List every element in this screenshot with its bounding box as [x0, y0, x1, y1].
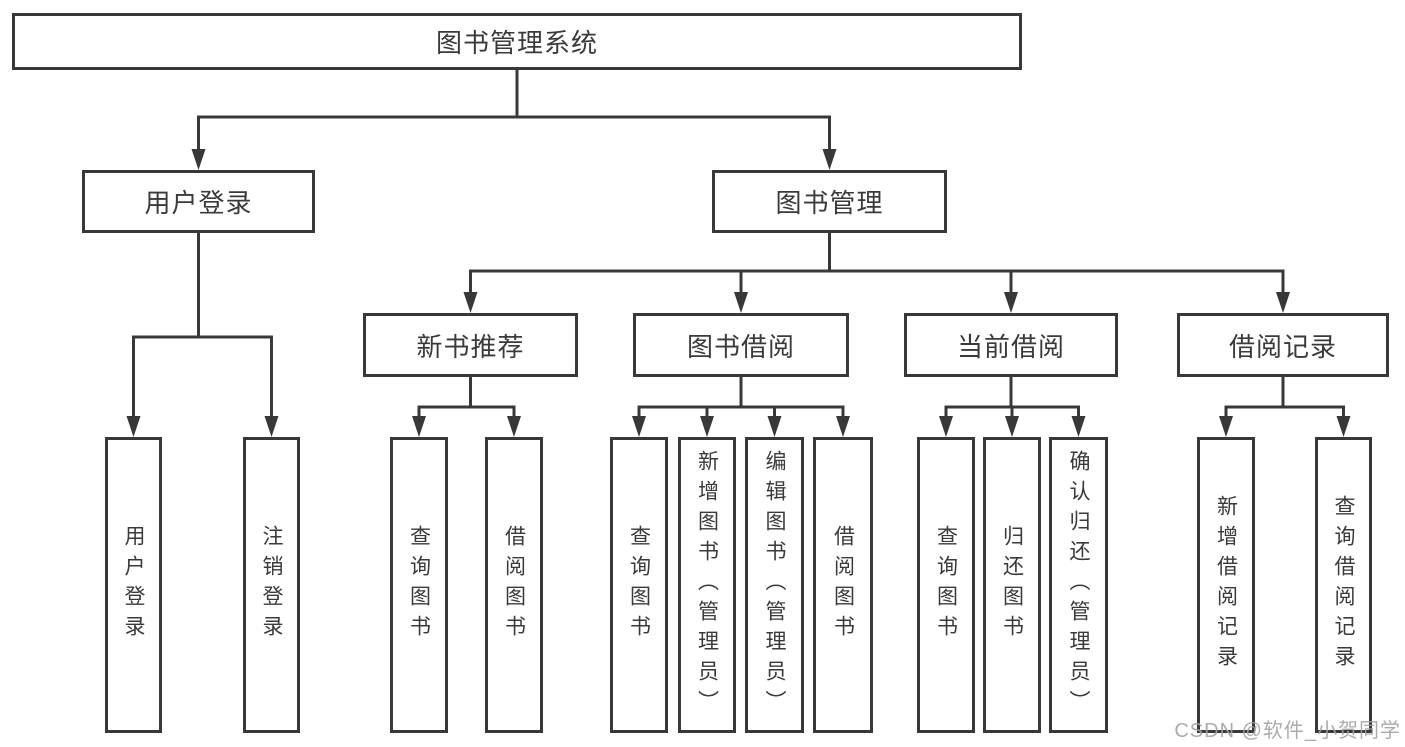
node-new-book-recommendation: 新书推荐 — [363, 313, 578, 377]
leaf-user-login: 用户登录 — [105, 437, 162, 733]
leaf-label: 新增借阅记录 — [1214, 495, 1238, 675]
connector-currentborrow-to-leaves — [944, 377, 1080, 419]
node-borrowing-records: 借阅记录 — [1177, 313, 1389, 377]
leaf-label: 查询图书 — [627, 525, 651, 645]
connector-userlogin-to-leaves — [132, 233, 273, 419]
arrowheads — [126, 149, 1351, 437]
leaf-query-books: 查询图书 — [917, 437, 975, 733]
csdn-watermark: CSDN @软件_小贺同学 — [1174, 720, 1401, 742]
connector-root-to-level2 — [197, 70, 831, 152]
leaf-return-book: 归还图书 — [983, 437, 1041, 733]
leaf-borrow-books: 借阅图书 — [485, 437, 543, 733]
arrowhead — [1276, 292, 1290, 313]
node-label: 新书推荐 — [416, 331, 525, 362]
node-book-management: 图书管理 — [712, 170, 947, 233]
leaf-label: 注销登录 — [260, 525, 283, 645]
leaf-logout: 注销登录 — [243, 437, 300, 733]
leaf-query-books: 查询图书 — [390, 437, 448, 733]
leaf-edit-book-admin: 编辑图书（管理员） — [745, 437, 804, 733]
leaf-query-borrow-record: 查询借阅记录 — [1315, 437, 1372, 733]
node-book-borrowing: 图书借阅 — [633, 313, 849, 377]
leaf-label: 查询图书 — [934, 525, 958, 645]
arrowhead — [836, 416, 850, 437]
leaf-label: 借阅图书 — [831, 525, 855, 645]
connector-bookmgmt-to-level3 — [469, 233, 1285, 295]
arrowhead — [463, 292, 478, 313]
arrowhead — [1004, 292, 1018, 313]
arrowhead — [1219, 416, 1233, 437]
node-library-management-system: 图书管理系统 — [12, 13, 1022, 70]
connector-records-to-leaves — [1224, 377, 1345, 419]
node-label: 用户登录 — [144, 188, 253, 218]
node-label: 借阅记录 — [1228, 331, 1337, 362]
arrowhead — [767, 416, 782, 437]
leaf-label: 新增图书（管理员） — [695, 450, 719, 720]
leaf-label: 编辑图书（管理员） — [763, 450, 786, 720]
leaf-label: 查询借阅记录 — [1332, 495, 1355, 675]
leaf-add-borrow-record: 新增借阅记录 — [1197, 437, 1255, 733]
arrowhead — [1336, 416, 1351, 437]
arrowhead — [1005, 416, 1019, 437]
leaf-label: 借阅图书 — [502, 525, 526, 645]
node-user-login: 用户登录 — [82, 170, 315, 233]
leaf-query-books: 查询图书 — [610, 437, 668, 733]
leaf-label: 查询图书 — [407, 525, 431, 645]
connector-bookborrow-to-leaves — [637, 377, 845, 419]
arrowhead — [412, 416, 426, 437]
node-current-borrowing: 当前借阅 — [904, 313, 1118, 377]
leaf-borrow-books: 借阅图书 — [813, 437, 873, 733]
node-label: 当前借阅 — [956, 331, 1065, 362]
arrowhead — [264, 416, 279, 437]
leaf-label: 用户登录 — [122, 525, 145, 645]
node-label: 图书管理 — [775, 188, 884, 218]
leaf-add-book-admin: 新增图书（管理员） — [678, 437, 736, 733]
node-label: 图书管理系统 — [435, 28, 598, 58]
arrowhead — [939, 416, 953, 437]
connector-newbook-to-leaves — [417, 377, 516, 419]
leaf-confirm-return-admin: 确认归还（管理员） — [1049, 437, 1108, 733]
arrowhead — [822, 149, 837, 170]
arrowhead — [1071, 416, 1086, 437]
arrowhead — [191, 149, 206, 170]
node-label: 图书借阅 — [686, 331, 795, 362]
arrowhead — [507, 416, 521, 437]
leaf-label: 确认归还（管理员） — [1067, 450, 1090, 720]
arrowhead — [734, 292, 748, 313]
leaf-label: 归还图书 — [1000, 525, 1024, 645]
arrowhead — [632, 416, 646, 437]
arrowhead — [700, 416, 714, 437]
arrowhead — [126, 416, 141, 437]
